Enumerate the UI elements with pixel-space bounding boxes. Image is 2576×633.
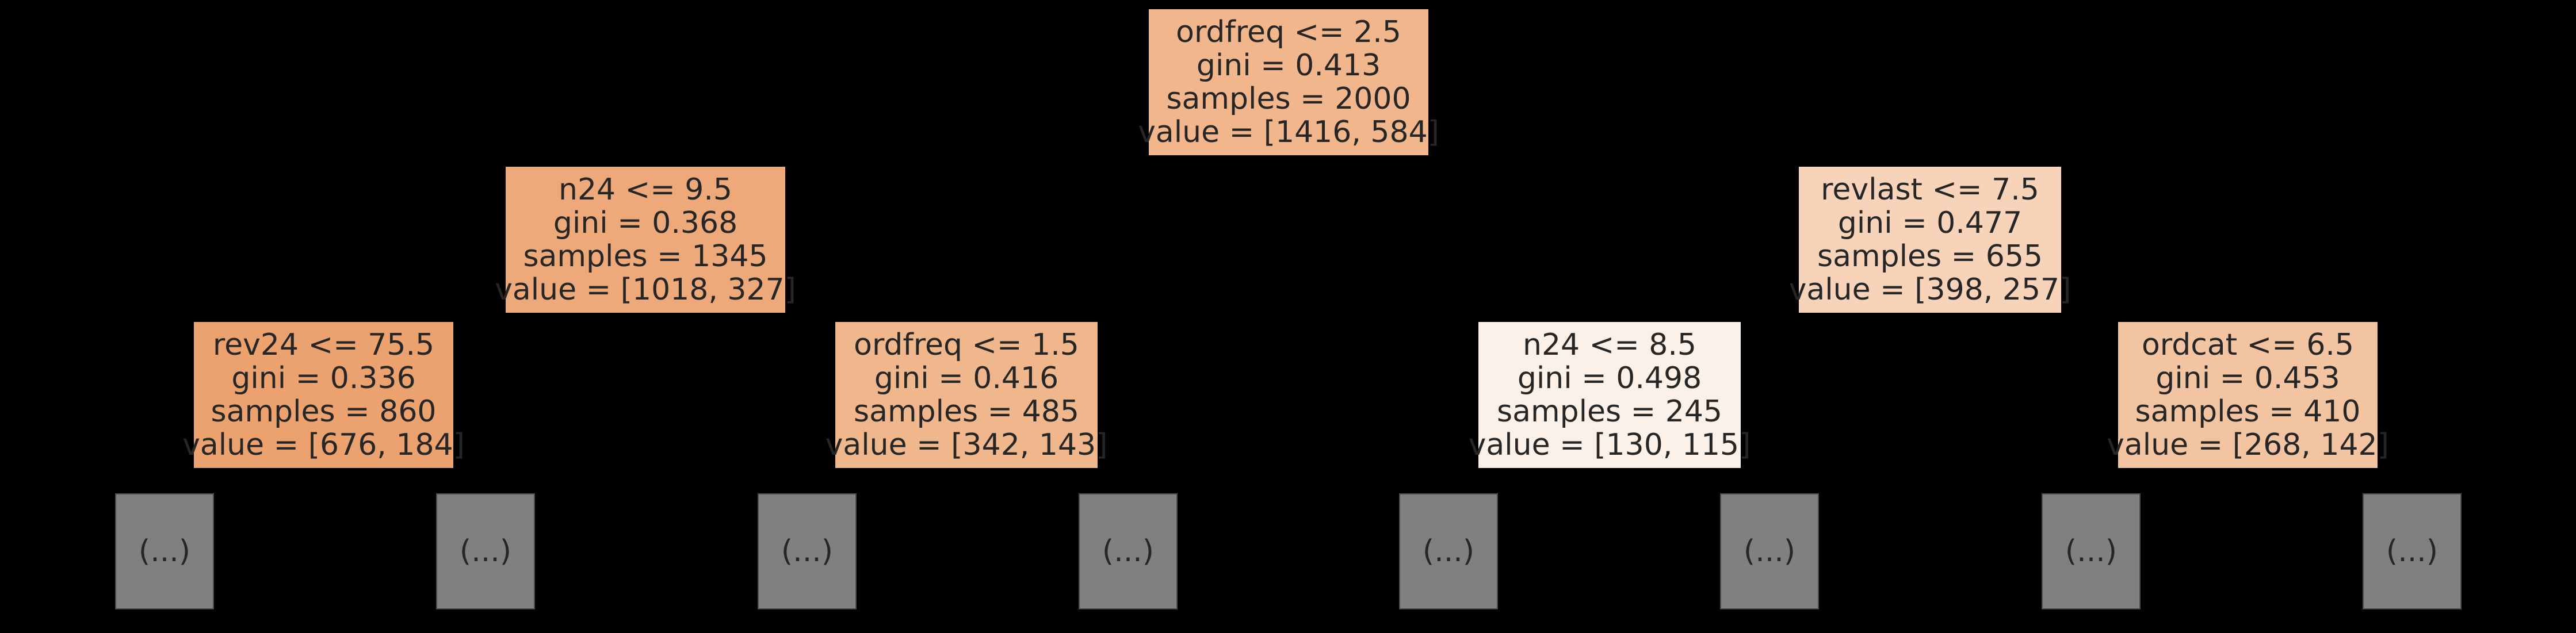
node-text-line: ordfreq <= 2.5 [1176,15,1401,49]
node-text-line: gini = 0.336 [231,361,416,396]
node-text-line: value = [1018, 327] [495,273,796,307]
node-text-line: samples = 2000 [1166,82,1411,116]
truncated-leaf: (...) [1079,493,1178,609]
node-text-line: n24 <= 8.5 [1522,328,1697,362]
node-text-line: gini = 0.477 [1837,206,2023,240]
node-text-line: gini = 0.453 [2155,361,2340,396]
tree-edge [1052,468,1129,494]
node-text-line: value = [676, 184] [182,428,465,462]
truncated-leaf: (...) [2363,493,2462,609]
node-text-line: value = [1416, 584] [1138,115,1439,149]
node-text-line: value = [130, 115] [1468,428,1751,462]
node-text-line: rev24 <= 75.5 [212,328,435,362]
tree-edge [774,278,967,322]
tree-edge [2332,468,2413,494]
node-text-line: samples = 485 [853,394,1080,429]
truncated-leaf: (...) [115,493,214,609]
tree-edge [1417,121,1931,167]
truncated-leaf: (...) [1399,493,1498,609]
truncated-leaf: (...) [758,493,857,609]
truncated-leaf: (...) [436,493,535,609]
node-text-line: ordfreq <= 1.5 [854,328,1079,362]
node-text-line: n24 <= 9.5 [558,172,733,207]
tree-edge [1448,468,1524,494]
tree-edge [2090,468,2164,494]
tree-edge [1609,278,1810,322]
node-text-line: samples = 245 [1496,394,1723,429]
node-text-line: revlast <= 7.5 [1821,172,2039,207]
tree-edge [645,121,1160,167]
truncated-leaf: (...) [2042,493,2141,609]
node-text-line: value = [268, 142] [2107,428,2389,462]
tree-edge [2050,278,2248,322]
node-text-line: value = [398, 257] [1788,273,2071,307]
node-text-line: samples = 410 [2135,394,2361,429]
node-text-line: samples = 860 [211,394,437,429]
node-text-line: gini = 0.416 [874,361,1059,396]
node-text-line: gini = 0.413 [1196,48,1381,83]
node-text-line: gini = 0.498 [1517,361,1702,396]
node-text-line: samples = 1345 [523,239,768,274]
node-text-line: gini = 0.368 [553,206,738,240]
node-text-line: value = [342, 143] [825,428,1108,462]
truncated-leaf: (...) [1720,493,1819,609]
tree-edge [807,468,881,494]
tree-edge [323,278,517,322]
tree-edge [408,468,486,494]
tree-edge [164,468,239,494]
tree-edge [1695,468,1770,494]
node-text-line: samples = 655 [1817,239,2043,274]
node-text-line: ordcat <= 6.5 [2141,328,2355,362]
